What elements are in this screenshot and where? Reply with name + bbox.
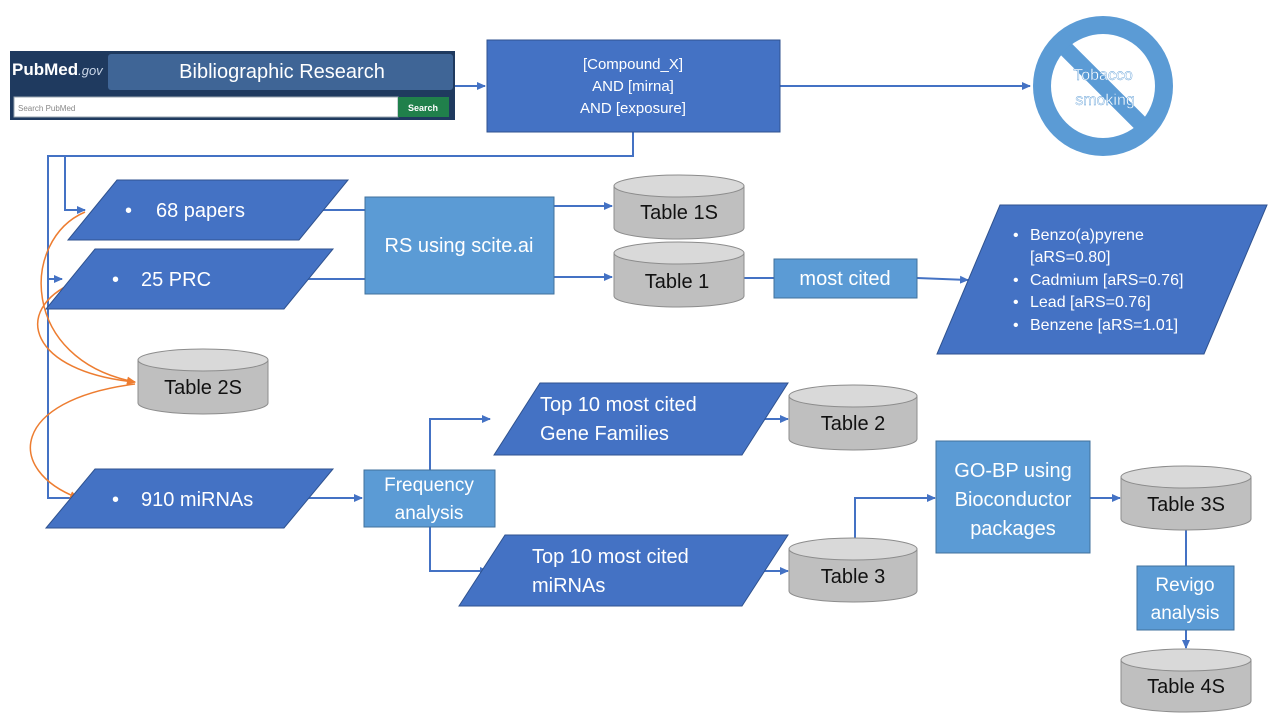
- table-2-cylinder: Table 2: [788, 384, 918, 451]
- frequency-rect: [363, 469, 496, 528]
- papers-bullet: •: [125, 200, 132, 222]
- table-1s-label: Table 1S: [640, 202, 718, 224]
- papers-label: 68 papers: [156, 200, 245, 222]
- revigo-rect: [1136, 565, 1235, 631]
- compound-item-2: Cadmium [aRS=0.76]: [1030, 272, 1183, 289]
- mirnas-shape: [44, 468, 335, 529]
- no-smoking-label-2: smoking: [1075, 92, 1135, 109]
- input-papers: • 68 papers: [66, 179, 350, 241]
- curve-prc-to-table2s: [36, 281, 136, 386]
- mirnas-label: 910 miRNAs: [141, 489, 253, 511]
- table-1-label: Table 1: [645, 271, 710, 293]
- pubmed-title: Bibliographic Research: [179, 61, 385, 83]
- frequency-box: Frequency analysis: [363, 469, 496, 528]
- pubmed-search-button[interactable]: [398, 97, 449, 117]
- table-3s-cylinder: Table 3S: [1120, 465, 1252, 531]
- compound-bullet-1: •: [1013, 227, 1019, 244]
- orange-curves: [29, 211, 136, 499]
- gobp-rect: [935, 440, 1091, 554]
- top-gene-shape: [493, 382, 789, 456]
- no-smoking-slash: [1060, 43, 1146, 129]
- query-line-1: [Compound_X]: [583, 56, 683, 73]
- gobp-box: GO-BP using Bioconductor packages: [935, 440, 1091, 554]
- mirnas-bullet: •: [112, 489, 119, 511]
- most-cited-box: most cited: [773, 258, 918, 299]
- top-gene-label-2: Gene Families: [540, 423, 669, 445]
- top-gene-families: Top 10 most cited Gene Families: [493, 382, 789, 456]
- query-box: [Compound_X] AND [mirna] AND [exposure]: [486, 39, 781, 133]
- table-2s-label: Table 2S: [164, 377, 242, 399]
- pubmed-search-placeholder: Search PubMed: [18, 104, 75, 113]
- revigo-label-2: analysis: [1151, 603, 1220, 624]
- table-3s-label: Table 3S: [1147, 494, 1225, 516]
- pubmed-logo: PubMed.gov: [12, 60, 104, 79]
- compound-bullet-3: •: [1013, 294, 1019, 311]
- pubmed-banner: PubMed.gov Bibliographic Research Search…: [10, 51, 455, 120]
- arrow-to-papers: [64, 156, 86, 214]
- arrow-frequency-to-topgene: [429, 415, 491, 470]
- no-smoking-icon: Tobacco smoking: [1033, 16, 1173, 156]
- query-line-2: AND [mirna]: [592, 78, 674, 95]
- arrow-table3-to-gobp: [854, 494, 936, 540]
- prc-label: 25 PRC: [141, 269, 211, 291]
- compound-item-4: Benzene [aRS=1.01]: [1030, 317, 1178, 334]
- frequency-label-2: analysis: [395, 503, 464, 524]
- most-cited-label: most cited: [799, 268, 890, 290]
- table-4s-cylinder: Table 4S: [1120, 648, 1252, 713]
- rs-rect: [364, 196, 555, 295]
- gobp-label-1: GO-BP using: [954, 460, 1071, 482]
- table-2s-cylinder: Table 2S: [137, 348, 269, 415]
- table-1-cylinder: Table 1: [613, 241, 745, 308]
- pubmed-title-band: [108, 54, 453, 90]
- no-smoking-label-1: Tobacco: [1073, 67, 1133, 84]
- revigo-label-1: Revigo: [1155, 575, 1214, 596]
- top-mirnas: Top 10 most cited miRNAs: [458, 534, 789, 607]
- compound-item-3: Lead [aRS=0.76]: [1030, 294, 1151, 311]
- rs-box: RS using scite.ai: [364, 196, 555, 295]
- compound-list: • Benzo(a)pyrene [aRS=0.80] • Cadmium [a…: [936, 204, 1268, 355]
- input-prc: • 25 PRC: [44, 248, 335, 310]
- compound-bullet-4: •: [1013, 317, 1019, 334]
- query-rect: [486, 39, 781, 133]
- table-1s-cylinder: Table 1S: [613, 174, 745, 240]
- most-cited-rect: [773, 258, 918, 299]
- compound-shape: [936, 204, 1268, 355]
- revigo-box: Revigo analysis: [1136, 565, 1235, 631]
- prc-shape: [44, 248, 335, 310]
- prc-bullet: •: [112, 269, 119, 291]
- papers-shape: [66, 179, 350, 241]
- arrow-frequency-to-topmirna: [429, 527, 489, 575]
- pubmed-search-button-label: Search: [408, 103, 438, 113]
- gobp-label-3: packages: [970, 518, 1056, 540]
- curve-table2s-to-mirnas: [29, 383, 136, 499]
- query-line-3: AND [exposure]: [580, 100, 686, 117]
- table-3-cylinder: Table 3: [788, 537, 918, 603]
- table-2-label: Table 2: [821, 413, 886, 435]
- arrow-mostcited-to-compounds: [916, 275, 969, 284]
- top-mirna-label-2: miRNAs: [532, 575, 605, 597]
- top-gene-label-1: Top 10 most cited: [540, 394, 697, 416]
- curve-papers-to-table2s: [40, 211, 136, 385]
- compound-item-1-ars: [aRS=0.80]: [1030, 249, 1111, 266]
- input-mirnas: • 910 miRNAs: [44, 468, 335, 529]
- top-mirna-label-1: Top 10 most cited: [532, 546, 689, 568]
- compound-item-1: Benzo(a)pyrene: [1030, 227, 1144, 244]
- frequency-label-1: Frequency: [384, 475, 474, 496]
- gobp-label-2: Bioconductor: [955, 489, 1072, 511]
- arrow-query-to-inputs: [47, 132, 634, 499]
- rs-label: RS using scite.ai: [385, 235, 534, 257]
- top-mirna-shape: [458, 534, 789, 607]
- compound-bullet-2: •: [1013, 272, 1019, 289]
- table-4s-label: Table 4S: [1147, 676, 1225, 698]
- table-3-label: Table 3: [821, 566, 886, 588]
